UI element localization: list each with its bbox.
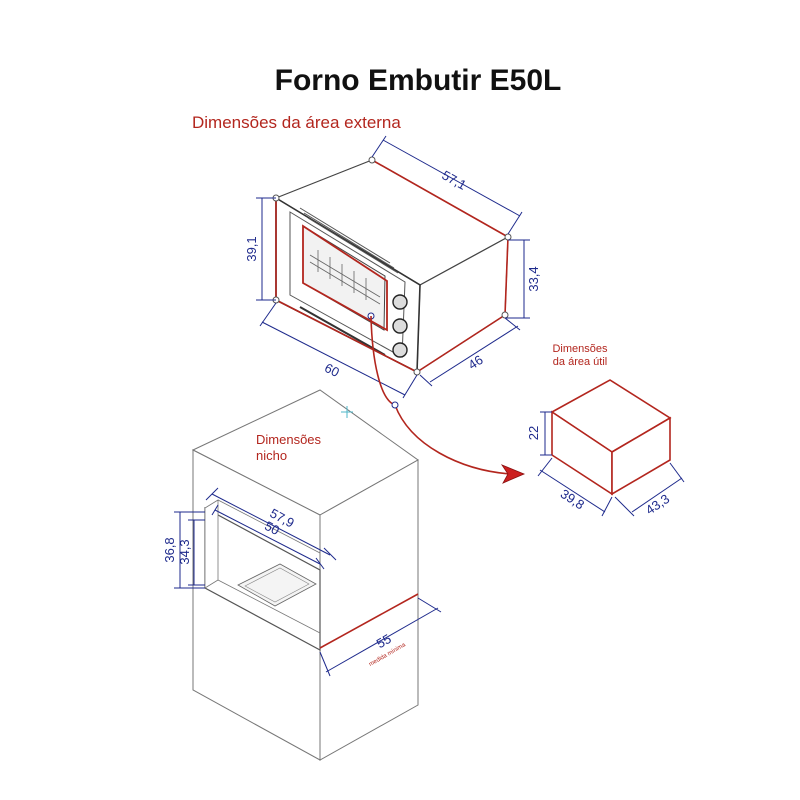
dim-oven-height-front: 39,1 — [244, 236, 259, 261]
oven-dimension-lines — [256, 135, 530, 399]
dim-niche-height-outer: 36,8 — [162, 537, 177, 562]
dim-useful-depth: 43,3 — [643, 491, 672, 518]
label-external-dimensions: Dimensões da área externa — [192, 113, 401, 132]
label-niche-line1: Dimensões — [256, 432, 322, 447]
dim-oven-depth: 57,1 — [439, 167, 468, 192]
label-niche-line2: nicho — [256, 448, 287, 463]
label-useful-line2: da área útil — [553, 356, 607, 368]
dim-niche-width-inner: 50 — [262, 518, 282, 538]
dim-niche-height-inner: 34,3 — [177, 539, 192, 564]
dim-niche-depth: 55 — [374, 631, 394, 651]
useful-area-box — [550, 379, 672, 496]
oven-knob-icon — [392, 294, 408, 358]
dim-useful-width: 39,8 — [558, 486, 587, 512]
label-useful-line1: Dimensões — [552, 343, 608, 355]
niche-dimension-lines — [174, 487, 442, 677]
dim-oven-width: 60 — [322, 360, 342, 380]
page-title: Forno Embutir E50L — [275, 64, 562, 97]
useful-area-pointer — [367, 312, 526, 484]
dim-oven-height-side: 33,4 — [526, 266, 541, 291]
dim-useful-height: 22 — [526, 426, 541, 440]
arrow-head-icon — [500, 464, 526, 484]
dim-oven-side-depth: 46 — [465, 352, 485, 372]
oven-illustration — [272, 156, 512, 376]
useful-dimension-lines — [537, 411, 685, 517]
niche-cabinet — [191, 389, 419, 761]
